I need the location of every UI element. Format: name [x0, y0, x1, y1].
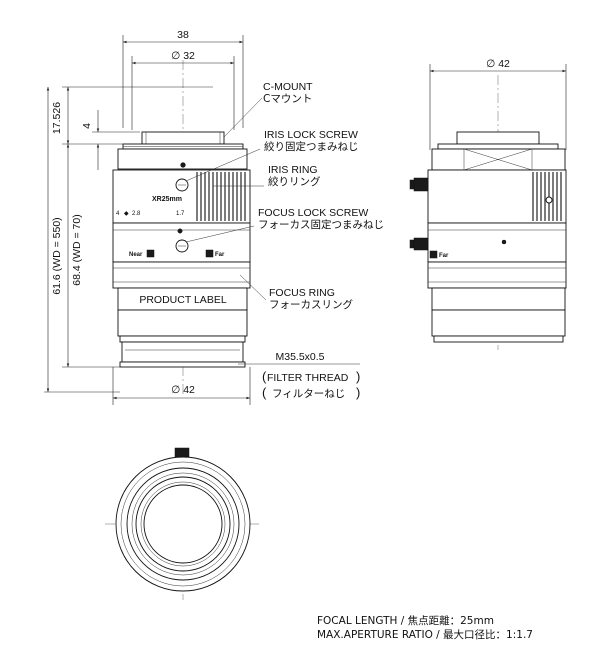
callout-focus-ring-en: FOCUS RING — [269, 287, 335, 299]
c-mount-thread — [141, 131, 225, 145]
iris-ring-knurl — [196, 172, 246, 221]
side-iris-lock-knob — [413, 177, 429, 192]
callout-filter-thread-en: FILTER THREAD — [267, 372, 349, 384]
dim-38: 38 — [177, 29, 189, 41]
callout-iris-ring-en: IRIS RING — [268, 164, 318, 176]
filter-paren-left-1: ( — [262, 369, 267, 384]
f-stop-2-8-label: 2.8 — [132, 211, 141, 217]
side-focus-lock-knob — [413, 237, 429, 251]
side-c-mount — [456, 131, 540, 145]
front-dimensions: 38 ∅ 32 17.526 4 61.6 (WD = 550) 68.4 (W… — [44, 29, 251, 405]
filter-paren-left-2: ( — [262, 385, 267, 400]
dim-dia-42-side: ∅ 42 — [486, 58, 510, 70]
callout-focus-ring-jp: フォーカスリング — [269, 298, 353, 311]
model-marking: XR25mm — [152, 196, 182, 203]
side-far-arrow-icon — [429, 250, 438, 259]
product-label-text: PRODUCT LABEL — [139, 294, 226, 306]
dim-17-526: 17.526 — [51, 102, 63, 134]
near-marking: Near — [129, 252, 143, 258]
f-stop-1-7: 1.7 — [176, 211, 185, 217]
side-focus-ring — [427, 261, 567, 289]
side-view: ∅ 42 Far — [409, 58, 567, 350]
front-view: XR25mm 4 ◆ 2.8 1.7 Near Far PRODUCT LABE… — [112, 60, 251, 395]
index-dot — [180, 162, 186, 168]
callout-c-mount-jp: Cマウント — [263, 93, 312, 105]
spec-aperture-ratio: MAX.APERTURE RATIO / 最大口径比：1:1.7 — [317, 628, 533, 641]
near-arrow-icon — [146, 249, 155, 258]
side-far-marking: Far — [439, 253, 449, 259]
f-stop-2-8: ◆ — [124, 211, 129, 217]
front-bezel — [119, 335, 246, 343]
dim-dia-42-bottom: ∅ 42 — [171, 384, 195, 396]
end-front-glass — [143, 484, 223, 564]
front-cap — [121, 341, 244, 363]
dim-4: 4 — [81, 123, 93, 129]
specs: FOCAL LENGTH / 焦点距離：25mm MAX.APERTURE RA… — [317, 614, 533, 641]
callout-focus-lock-jp: フォーカス固定つまみねじ — [258, 218, 384, 231]
filter-paren-right-2: ) — [356, 385, 360, 400]
dim-68-4: 68.4 (WD = 70) — [71, 214, 83, 286]
far-arrow-icon — [205, 249, 214, 258]
filter-paren-right-1: ) — [356, 369, 360, 384]
rear-body — [117, 148, 248, 170]
focus-index-dot — [177, 228, 183, 234]
callout-filter-thread-jp: フィルターねじ — [272, 388, 345, 400]
front-body — [117, 309, 248, 337]
dim-dia-32: ∅ 32 — [171, 50, 195, 62]
side-iris-ring — [427, 169, 567, 224]
callout-iris-lock-jp: 絞り固定つまみねじ — [264, 140, 359, 153]
callout-c-mount-en: C-MOUNT — [263, 81, 313, 93]
focus-ring — [112, 261, 251, 289]
callout-focus-lock-en: FOCUS LOCK SCREW — [258, 207, 368, 219]
front-rim — [119, 361, 246, 368]
callout-iris-ring-jp: 絞りリング — [268, 175, 321, 188]
far-marking: Far — [215, 252, 225, 258]
spec-focal-length: FOCAL LENGTH / 焦点距離：25mm — [317, 614, 494, 627]
dim-61-6: 61.6 (WD = 550) — [51, 217, 63, 294]
f-stop-4: 4 — [116, 211, 120, 217]
side-focus-section — [427, 222, 567, 263]
callout-iris-lock-en: IRIS LOCK SCREW — [264, 129, 358, 141]
callouts: C-MOUNT Cマウント IRIS LOCK SCREW 絞り固定つまみねじ … — [185, 81, 384, 400]
end-view — [105, 447, 262, 600]
thread-spec: M35.5x0.5 — [275, 351, 324, 363]
